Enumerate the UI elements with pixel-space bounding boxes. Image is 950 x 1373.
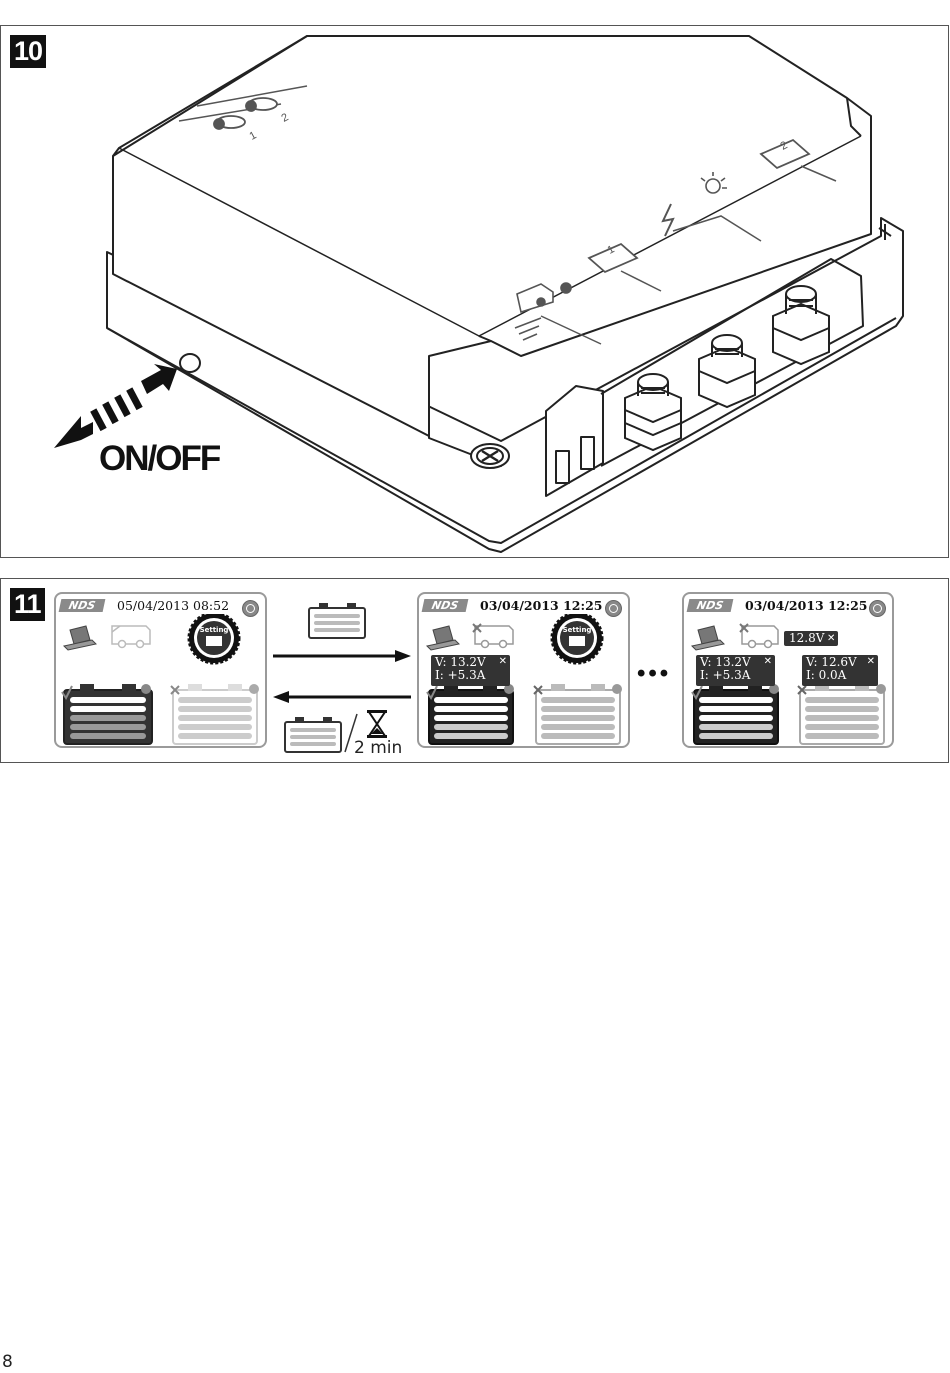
- screen-3-graphics: [690, 623, 886, 745]
- brand-badge: NDS: [686, 599, 734, 612]
- battery-1-icon[interactable]: [426, 684, 514, 745]
- battery-1-tooltip: V: 13.2V I: +5.3A ✕: [696, 655, 775, 686]
- power-icon[interactable]: [869, 600, 886, 617]
- battery-2-icon[interactable]: [797, 684, 886, 745]
- close-icon[interactable]: ✕: [827, 633, 836, 644]
- screen-1-graphics: Setting: [61, 614, 259, 745]
- cross-icon: [739, 623, 749, 633]
- on-off-label: ON/OFF: [99, 439, 221, 478]
- brand-badge: NDS: [58, 599, 106, 612]
- device-illustration: [54, 35, 904, 553]
- lightning-icon: [661, 203, 675, 237]
- datetime: 03/04/2013 12:25: [480, 598, 603, 613]
- voltage-value: V: 13.2V: [435, 655, 486, 669]
- laptop-icon[interactable]: [690, 625, 726, 651]
- cross-icon: [170, 685, 180, 695]
- lamp-icon: [700, 172, 727, 194]
- cross-icon: [533, 685, 543, 695]
- screen-2-graphics: Setting: [425, 614, 622, 745]
- figure-number: 10: [10, 35, 47, 68]
- check-icon: [691, 685, 703, 700]
- battery-2-icon[interactable]: [533, 684, 622, 745]
- battery-return-icon: [284, 717, 342, 753]
- transition-arrows: [273, 603, 411, 753]
- figure-number: 11: [10, 588, 45, 621]
- van-voltage-value: 12.8V: [789, 631, 825, 645]
- current-value: I: +5.3A: [700, 668, 751, 682]
- setting-gear-icon[interactable]: Setting: [550, 614, 604, 665]
- battery-2-tooltip: V: 12.6V I: 0.0A ✕: [802, 655, 878, 686]
- van-icon[interactable]: [472, 623, 514, 649]
- voltage-value: V: 13.2V: [700, 655, 751, 669]
- van-tooltip: 12.8V ✕: [784, 631, 839, 646]
- cross-icon: [472, 623, 482, 633]
- check-icon: [426, 685, 438, 700]
- current-value: I: +5.3A: [435, 668, 486, 682]
- figure-10: 10: [0, 25, 949, 558]
- on-off-switch[interactable]: [179, 353, 201, 373]
- battery-2-icon[interactable]: [170, 684, 259, 745]
- display-screen-1: NDS 05/04/2013 08:52 Setting: [54, 592, 267, 748]
- close-icon[interactable]: ✕: [763, 656, 772, 667]
- page-number: 8: [2, 1352, 13, 1372]
- power-icon[interactable]: [605, 600, 622, 617]
- screw-icon: [470, 443, 510, 469]
- datetime: 03/04/2013 12:25: [745, 598, 868, 613]
- check-icon: [61, 685, 73, 700]
- setting-label: Setting: [200, 626, 229, 634]
- van-icon[interactable]: [739, 623, 779, 649]
- figure-11: 11 NDS 05/04/2013 08:52: [0, 578, 949, 763]
- voltage-value: V: 12.6V: [806, 655, 857, 669]
- laptop-icon[interactable]: [62, 625, 98, 651]
- display-screen-3: NDS 03/04/2013 12:25: [682, 592, 894, 748]
- hourglass-icon: [367, 710, 387, 738]
- datetime: 05/04/2013 08:52: [117, 598, 230, 613]
- push-pull-arrow-icon: [54, 364, 177, 448]
- power-icon[interactable]: [242, 600, 259, 617]
- cross-icon: [797, 685, 807, 695]
- laptop-icon[interactable]: [425, 625, 461, 651]
- timeout-label: 2 min: [354, 738, 403, 758]
- battery-terminal-icons: [587, 138, 811, 274]
- battery-1-icon[interactable]: [61, 684, 153, 745]
- brand-badge: NDS: [421, 599, 469, 612]
- setting-label: Setting: [563, 626, 592, 634]
- display-screen-2: NDS 03/04/2013 12:25 Setting: [417, 592, 630, 748]
- vehicle-ground-icon: [514, 282, 572, 341]
- close-icon[interactable]: ✕: [498, 656, 507, 667]
- setting-gear-icon[interactable]: Setting: [187, 614, 241, 665]
- ellipsis: •••: [637, 660, 672, 687]
- battery-1-icon[interactable]: [691, 684, 779, 745]
- battery-1-tooltip: V: 13.2V I: +5.3A ✕: [431, 655, 510, 686]
- temperature-sensor-icons: [213, 97, 278, 130]
- battery-tap-icon: [308, 603, 366, 639]
- van-icon[interactable]: [111, 625, 151, 649]
- close-icon[interactable]: ✕: [866, 656, 875, 667]
- current-value: I: 0.0A: [806, 668, 847, 682]
